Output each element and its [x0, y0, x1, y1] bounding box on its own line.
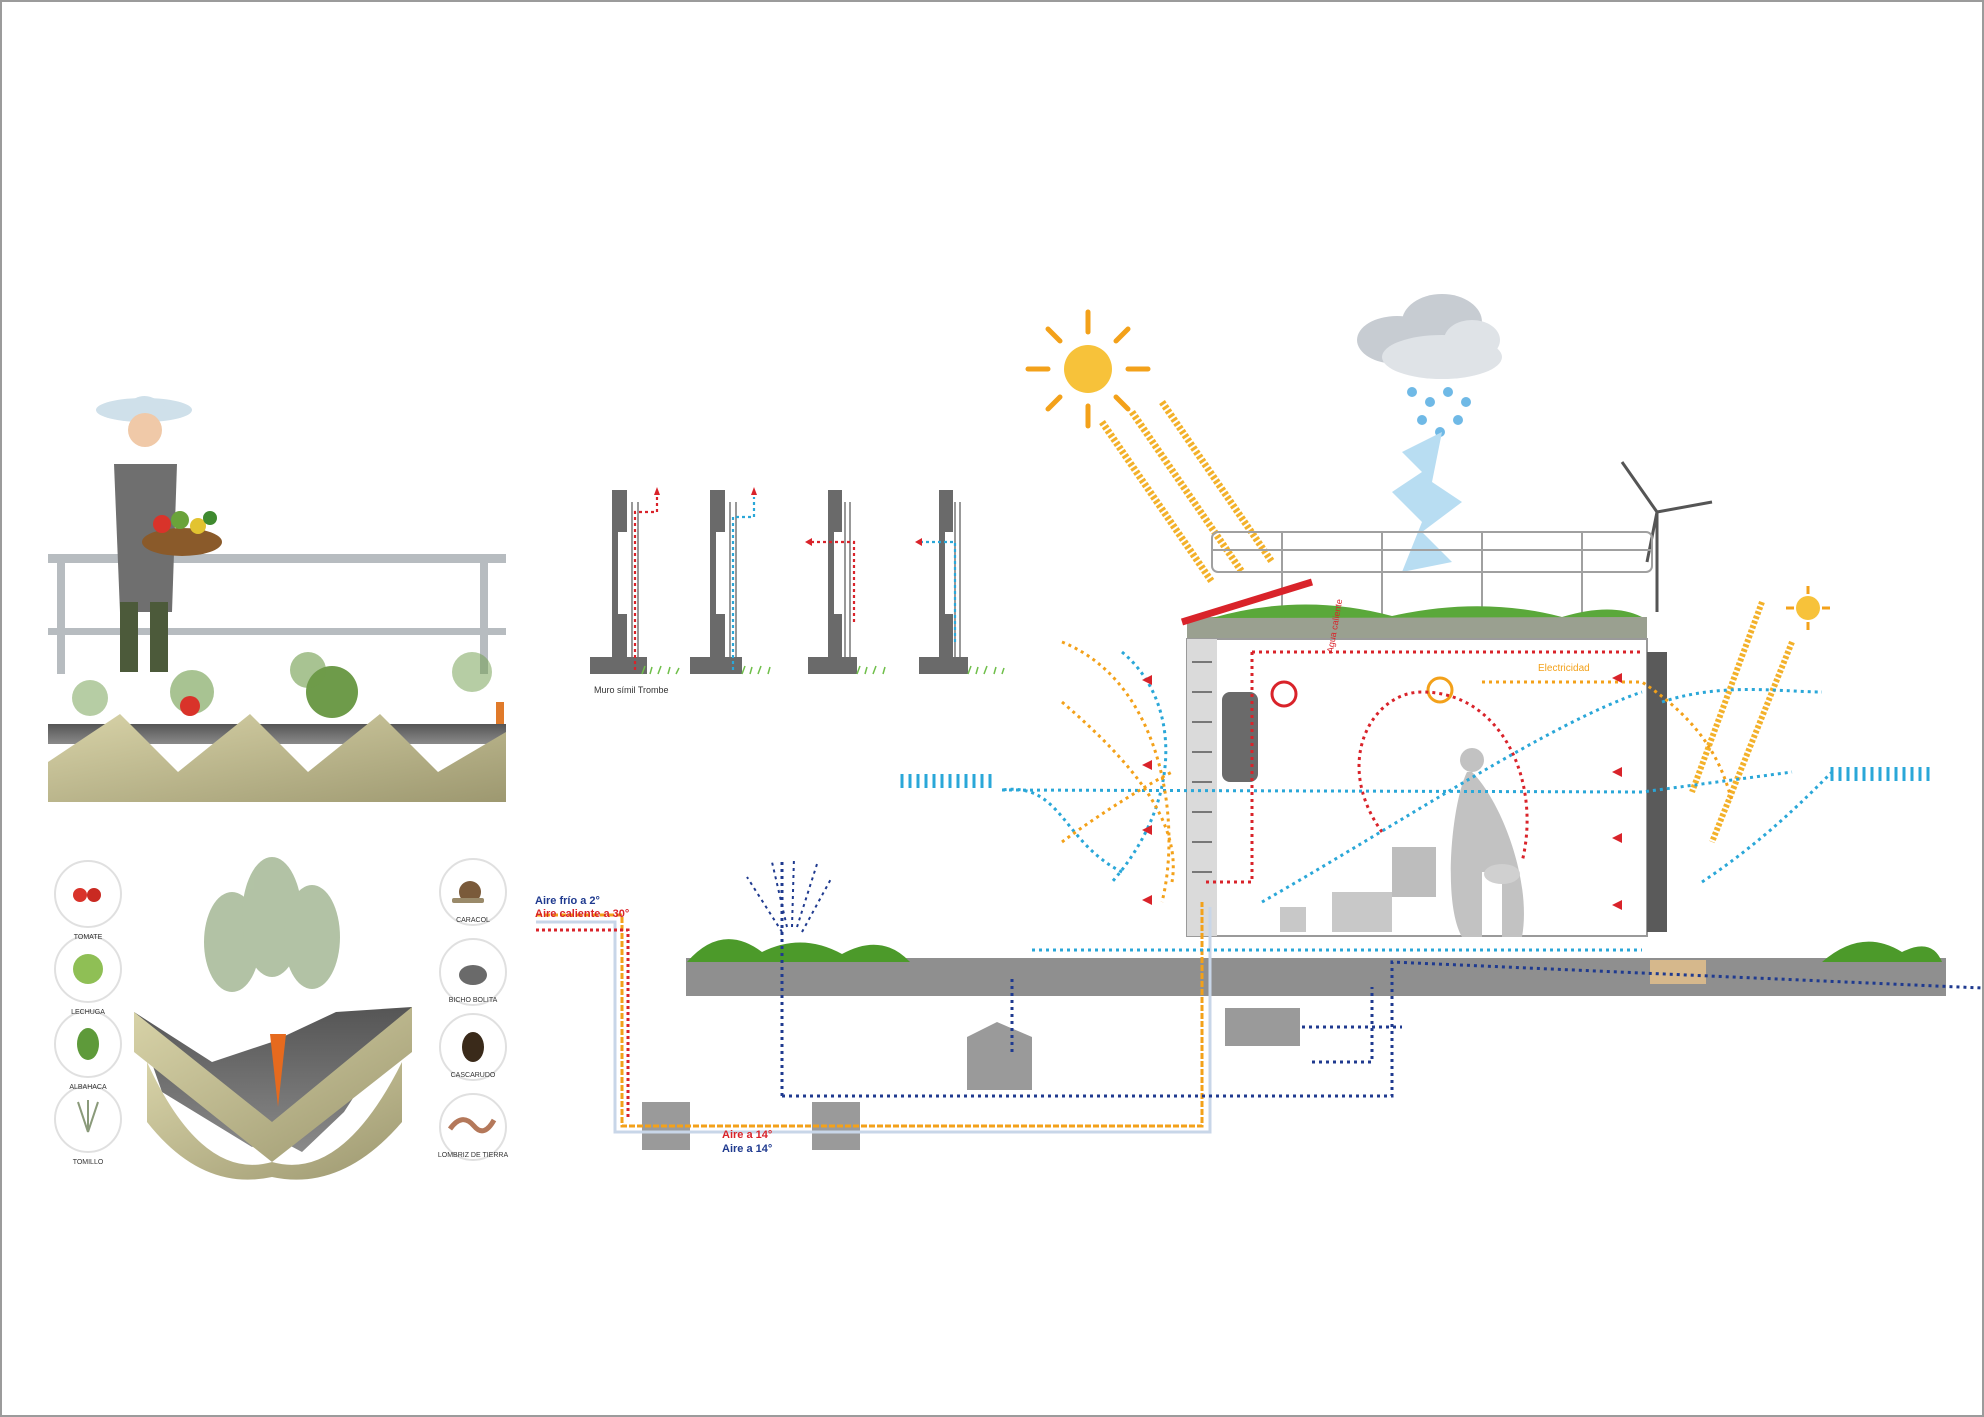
air-inlets [900, 767, 1930, 788]
aire-14-red-label: Aire a 14° [722, 1129, 773, 1141]
heat-arrows [1142, 673, 1622, 910]
planter-detail [134, 857, 412, 1180]
fauna-label-bicho-bolita: BICHO BOLITA [448, 997, 498, 1004]
gardener-scene [48, 396, 506, 802]
ground [686, 939, 1946, 996]
irrigation [746, 856, 833, 933]
sun-rays [1099, 400, 1275, 584]
cloud-rain [1357, 294, 1502, 572]
zigzag-planter [48, 714, 506, 802]
sun-large [1025, 309, 1151, 429]
fauna-icons [439, 858, 507, 1161]
plant-label-lechuga: LECHUGA [71, 1009, 105, 1016]
aire-14-blue-label: Aire a 14° [722, 1143, 773, 1155]
fauna-label-caracol: CARACOL [456, 917, 490, 924]
ducts [536, 902, 1212, 1134]
plant-label-tomillo: TOMILLO [72, 1159, 104, 1166]
aire-frio-label: Aire frío a 2° [535, 895, 600, 907]
flow-arrows [780, 640, 1982, 1098]
woman-figure [96, 396, 222, 672]
herb-row [72, 652, 504, 758]
green-roof [1180, 578, 1647, 639]
house-structure [1186, 638, 1667, 937]
trombe-details [590, 487, 1005, 675]
aire-caliente-label: Aire caliente a 30° [535, 908, 630, 920]
roof-railing [1211, 531, 1653, 617]
wind-turbine [1620, 461, 1713, 612]
plant-label-albahaca: ALBAHACA [69, 1084, 107, 1091]
electricidad-label: Electricidad [1538, 663, 1590, 674]
plant-label-tomate: TOMATE [73, 934, 103, 941]
fauna-label-cascarudo: CASCARUDO [450, 1072, 496, 1079]
fauna-label-lombriz: LOMBRIZ DE TIERRA [437, 1152, 509, 1159]
sun-small [1689, 586, 1830, 844]
railing [48, 554, 506, 674]
trombe-label: Muro símil Trombe [594, 685, 669, 695]
plant-icons [54, 860, 122, 1153]
